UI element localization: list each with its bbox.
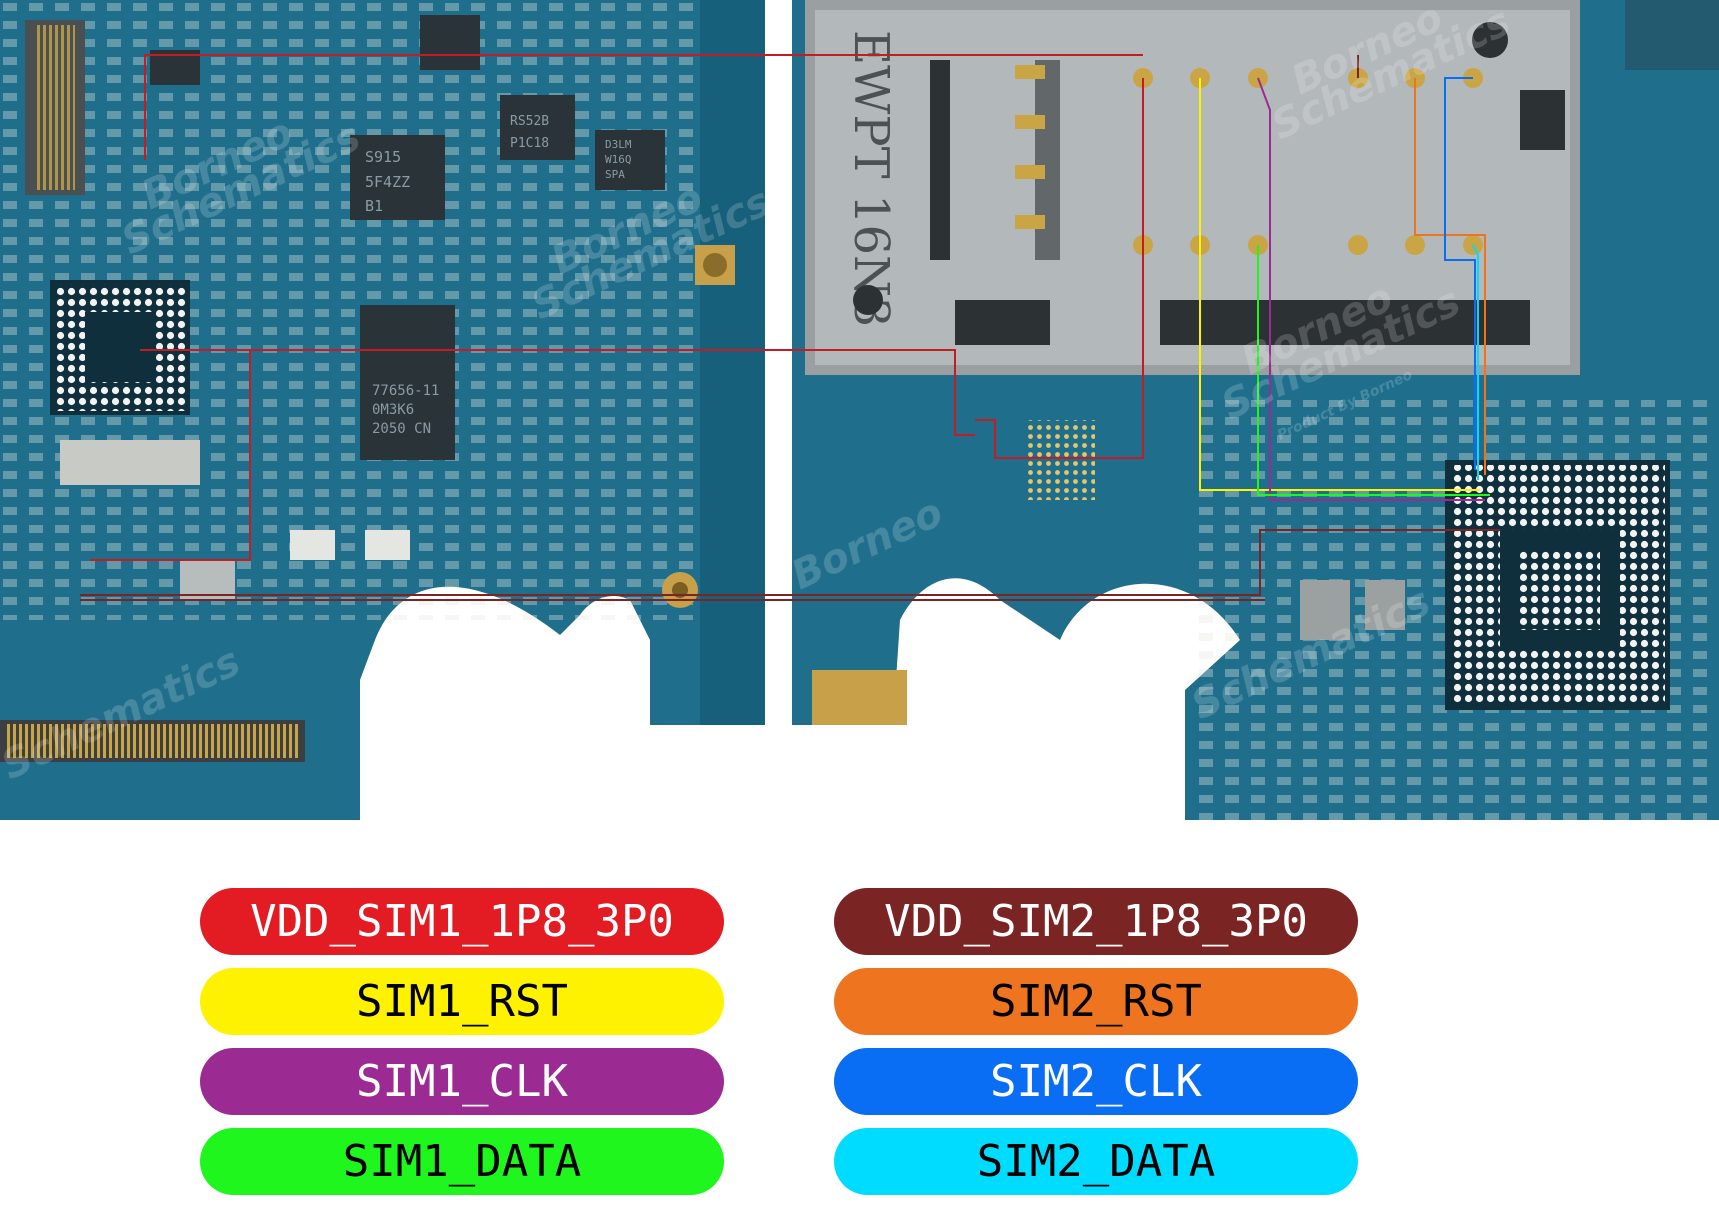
legend-sim2-clk: SIM2_CLK — [834, 1048, 1358, 1115]
legend-label: SIM1_CLK — [356, 1056, 568, 1107]
chip-mark: 2050 CN — [372, 421, 431, 437]
trace-sim1-clk — [1257, 77, 1485, 501]
legend-sim1-rst: SIM1_RST — [200, 968, 724, 1035]
legend-vdd-sim1: VDD_SIM1_1P8_3P0 — [200, 888, 724, 955]
chip-mark: 5F4ZZ — [365, 173, 410, 191]
chip-d3lm: D3LM W16Q SPA — [595, 130, 665, 190]
legend-label: VDD_SIM1_1P8_3P0 — [250, 896, 674, 947]
chip-s915: S915 5F4ZZ B1 — [350, 135, 445, 220]
chip-77656: 77656-11 0M3K6 2050 CN — [360, 305, 455, 460]
chip-mark: S915 — [365, 148, 401, 166]
trace-sim2-rst — [1414, 78, 1486, 475]
chip-mark: D3LM — [605, 138, 632, 151]
trace-vdd-sim1 — [90, 54, 1144, 561]
trace-vdd-sim2 — [80, 55, 1500, 601]
sim-tray-marking: EWPT 16N3 — [843, 30, 899, 328]
chip-mark: P1C18 — [510, 136, 549, 151]
legend-label: SIM2_DATA — [976, 1136, 1216, 1187]
chip-mark: B1 — [365, 197, 383, 215]
chip-rs52b: RS52B P1C18 — [500, 95, 575, 160]
legend-vdd-sim2: VDD_SIM2_1P8_3P0 — [834, 888, 1358, 955]
chip-mark: 0M3K6 — [372, 402, 414, 418]
legend-sim2-rst: SIM2_RST — [834, 968, 1358, 1035]
legend-label: SIM2_CLK — [990, 1056, 1202, 1107]
trace-sim1-data — [1257, 245, 1490, 496]
legend-label: SIM1_DATA — [342, 1136, 582, 1187]
legend-label: VDD_SIM2_1P8_3P0 — [884, 896, 1308, 947]
legend-label: SIM1_RST — [356, 976, 568, 1027]
chip-mark: RS52B — [510, 114, 549, 129]
chip-mark: 77656-11 — [372, 383, 439, 399]
chip-mark: W16Q — [605, 153, 632, 166]
legend-sim2-data: SIM2_DATA — [834, 1128, 1358, 1195]
legend-sim1-clk: SIM1_CLK — [200, 1048, 724, 1115]
chip-mark: SPA — [605, 168, 625, 181]
sim-contact-pads — [1133, 68, 1483, 255]
pcb-diagram: S915 5F4ZZ B1 RS52B P1C18 D3LM W16Q SPA … — [0, 0, 1719, 820]
legend-sim1-data: SIM1_DATA — [200, 1128, 724, 1195]
legend-label: SIM2_RST — [990, 976, 1202, 1027]
trace-sim2-clk — [1444, 77, 1476, 470]
left-board-dark-strip — [700, 0, 765, 725]
trace-sim1-rst — [1199, 78, 1480, 491]
trace-sim2-data — [1472, 244, 1479, 480]
